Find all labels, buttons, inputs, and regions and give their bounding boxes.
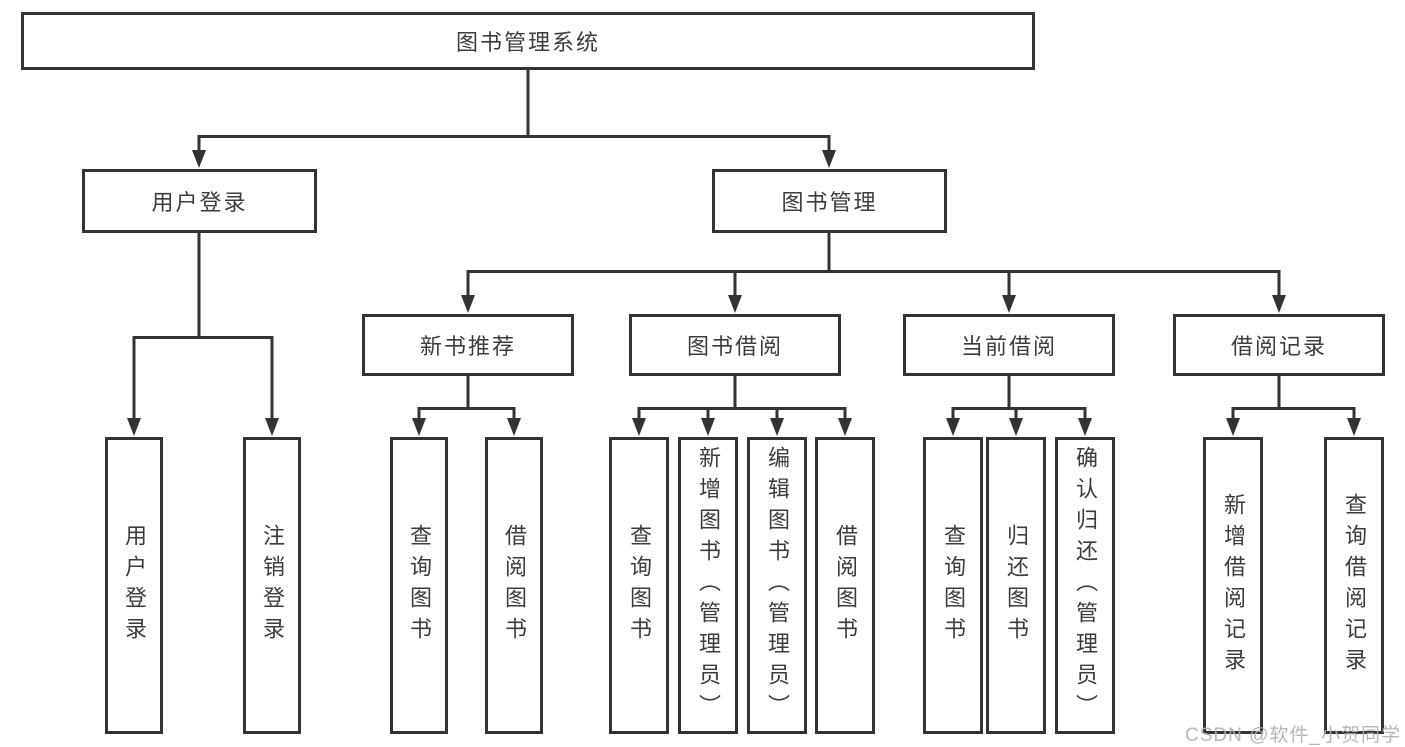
node-user-login: 用户登录 [82,169,317,233]
leaf-edit-books-admin: 编辑图书（管理员） [747,437,807,734]
node-current-borrowing-label: 当前借阅 [960,334,1057,359]
leaf-borrow-books-2-label: 借阅图书 [833,523,858,648]
leaf-confirm-return-admin: 确认归还（管理员） [1055,437,1115,734]
leaf-user-login-label: 用户登录 [122,523,147,648]
node-book-borrowing: 图书借阅 [629,314,841,376]
leaf-query-books-1-label: 查询图书 [407,523,432,648]
leaf-borrow-books-1-label: 借阅图书 [502,523,527,648]
node-book-management-label: 图书管理 [781,190,878,215]
leaf-query-books-3: 查询图书 [923,437,983,734]
node-user-login-label: 用户登录 [151,190,248,215]
node-borrowing-records-label: 借阅记录 [1230,334,1327,359]
leaf-return-books: 归还图书 [986,437,1046,734]
leaf-query-books-2-label: 查询图书 [627,523,652,648]
leaf-add-books-admin-label: 新增图书（管理员） [696,446,721,725]
leaf-query-books-2: 查询图书 [609,437,669,734]
leaf-logout: 注销登录 [243,437,301,734]
arrowhead-icons [127,150,1361,436]
leaf-logout-label: 注销登录 [260,523,285,648]
node-root: 图书管理系统 [21,12,1035,70]
leaf-add-borrow-record: 新增借阅记录 [1203,437,1263,734]
leaf-add-borrow-record-label: 新增借阅记录 [1221,492,1246,679]
node-current-borrowing: 当前借阅 [903,314,1115,376]
leaf-borrow-books-1: 借阅图书 [485,437,543,734]
leaf-confirm-return-admin-label: 确认归还（管理员） [1073,446,1098,725]
leaf-query-books-3-label: 查询图书 [941,523,966,648]
node-root-label: 图书管理系统 [455,30,600,55]
leaf-query-borrow-record: 查询借阅记录 [1324,437,1384,734]
node-new-book-recommend: 新书推荐 [362,314,574,376]
connector-strokes [132,68,1356,420]
leaf-query-books-1: 查询图书 [390,437,448,734]
leaf-user-login: 用户登录 [105,437,163,734]
leaf-return-books-label: 归还图书 [1004,523,1029,648]
node-book-borrowing-label: 图书借阅 [686,334,783,359]
node-book-management: 图书管理 [712,169,947,233]
leaf-edit-books-admin-label: 编辑图书（管理员） [765,446,790,725]
leaf-query-borrow-record-label: 查询借阅记录 [1342,492,1367,679]
node-borrowing-records: 借阅记录 [1173,314,1385,376]
csdn-watermark: CSDN @软件_小贺同学 [1185,725,1401,746]
leaf-borrow-books-2: 借阅图书 [815,437,875,734]
node-new-book-recommend-label: 新书推荐 [419,334,516,359]
leaf-add-books-admin: 新增图书（管理员） [678,437,738,734]
